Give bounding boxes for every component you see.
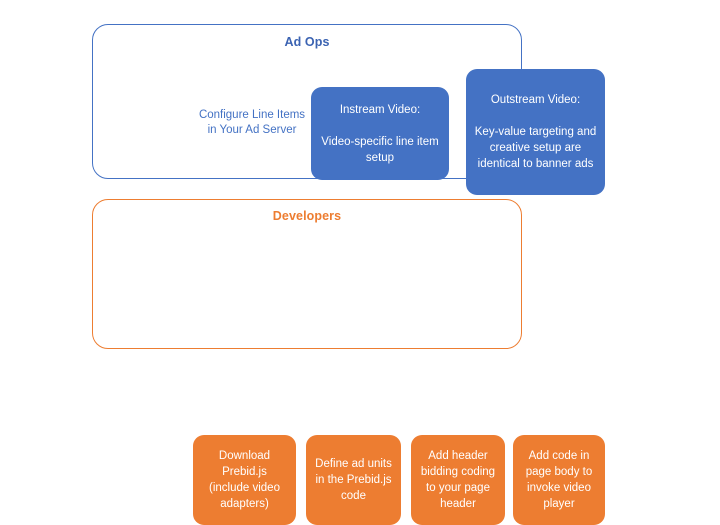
group-title-ad-ops: Ad Ops (284, 35, 330, 49)
diagram-canvas: Ad Ops Configure Line Items in Your Ad S… (92, 24, 605, 525)
card-download-prebid[interactable]: Download Prebid.js (include video adapte… (193, 435, 296, 525)
group-developers: Developers Download Prebid.js (include v… (92, 199, 605, 525)
card-download-prebid-label: Download Prebid.js (include video adapte… (209, 450, 280, 510)
card-define-ad-units-label: Define ad units in the Prebid.js code (315, 458, 392, 502)
card-add-header-bidding-code-label: Add header bidding coding to your page h… (420, 450, 496, 510)
group-title-developers: Developers (272, 209, 342, 223)
note-configure-line-items: Configure Line Items in Your Ad Server (193, 97, 311, 149)
card-instream-video-label: Instream Video: Video-specific line item… (321, 103, 439, 164)
group-ad-ops: Ad Ops Configure Line Items in Your Ad S… (92, 24, 605, 195)
note-configure-line-items-label: Configure Line Items in Your Ad Server (198, 108, 306, 137)
card-instream-video[interactable]: Instream Video: Video-specific line item… (311, 87, 449, 180)
card-add-header-bidding-code[interactable]: Add header bidding coding to your page h… (411, 435, 505, 525)
card-outstream-video-label: Outstream Video: Key-value targeting and… (474, 94, 597, 170)
card-outstream-video[interactable]: Outstream Video: Key-value targeting and… (466, 69, 605, 195)
card-add-page-body-code[interactable]: Add code in page body to invoke video pl… (513, 435, 605, 525)
card-define-ad-units[interactable]: Define ad units in the Prebid.js code (306, 435, 401, 525)
card-add-page-body-code-label: Add code in page body to invoke video pl… (525, 450, 593, 510)
